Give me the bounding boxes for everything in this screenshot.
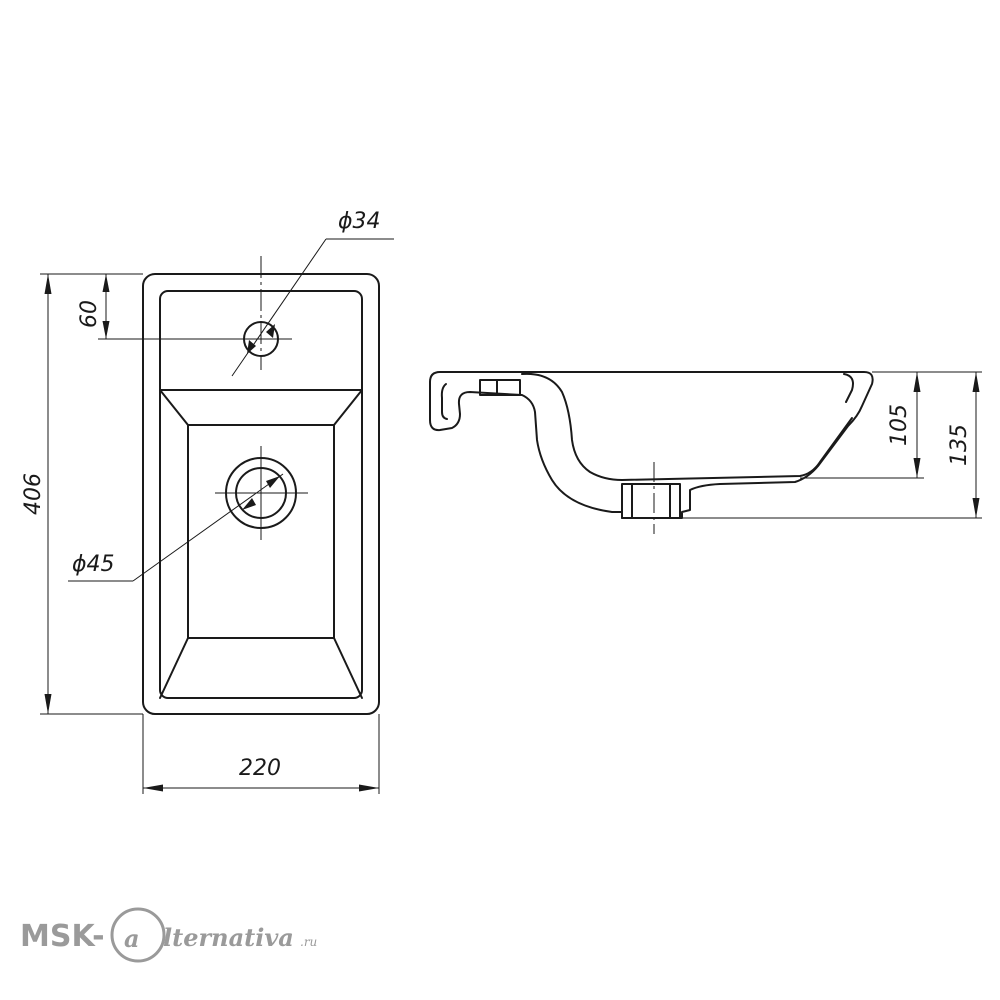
side-outer-profile xyxy=(429,371,874,519)
side-bowl-floor xyxy=(621,417,853,481)
dim-width: 220 xyxy=(142,714,380,794)
dim-tap-offset-label: 60 xyxy=(77,300,102,328)
dim-drain-diameter-label: ϕ45 xyxy=(72,552,115,577)
top-view: 406 220 60 ϕ34 xyxy=(21,209,394,794)
dim-width-label: 220 xyxy=(239,756,281,781)
side-rim-inner xyxy=(843,373,854,403)
watermark-part2: lternativa xyxy=(163,923,294,952)
dim-length-label: 406 xyxy=(21,473,46,515)
watermark-at-ring xyxy=(110,907,166,963)
dim-drain-diameter: ϕ45 xyxy=(68,473,284,582)
bowl-corner-bl xyxy=(159,637,189,699)
side-view: 105 135 xyxy=(429,371,982,534)
watermark-part3: .ru xyxy=(300,935,317,949)
bowl-bottom xyxy=(187,424,335,639)
side-drain-outlet xyxy=(621,483,681,519)
side-tap-boss xyxy=(479,379,521,396)
bowl-corner-br xyxy=(333,637,363,699)
dim-total-height: 135 xyxy=(682,371,982,519)
watermark-at-glyph: a xyxy=(124,924,140,953)
dim-total-height-label: 135 xyxy=(947,424,972,466)
watermark-logo: MSK- a lternativa .ru xyxy=(20,907,317,963)
dim-bowl-depth: 105 xyxy=(800,371,924,479)
watermark-part1: MSK- xyxy=(20,919,105,954)
side-back-lip xyxy=(440,383,448,420)
dim-tap-diameter: ϕ34 xyxy=(231,209,394,377)
dim-tap-diameter-label: ϕ34 xyxy=(338,209,381,234)
dim-tap-offset: 60 xyxy=(77,273,244,340)
bowl-top-edge xyxy=(159,389,363,426)
side-bowl-inner xyxy=(521,372,623,481)
dim-length: 406 xyxy=(21,273,143,715)
dim-bowl-depth-label: 105 xyxy=(887,404,912,446)
